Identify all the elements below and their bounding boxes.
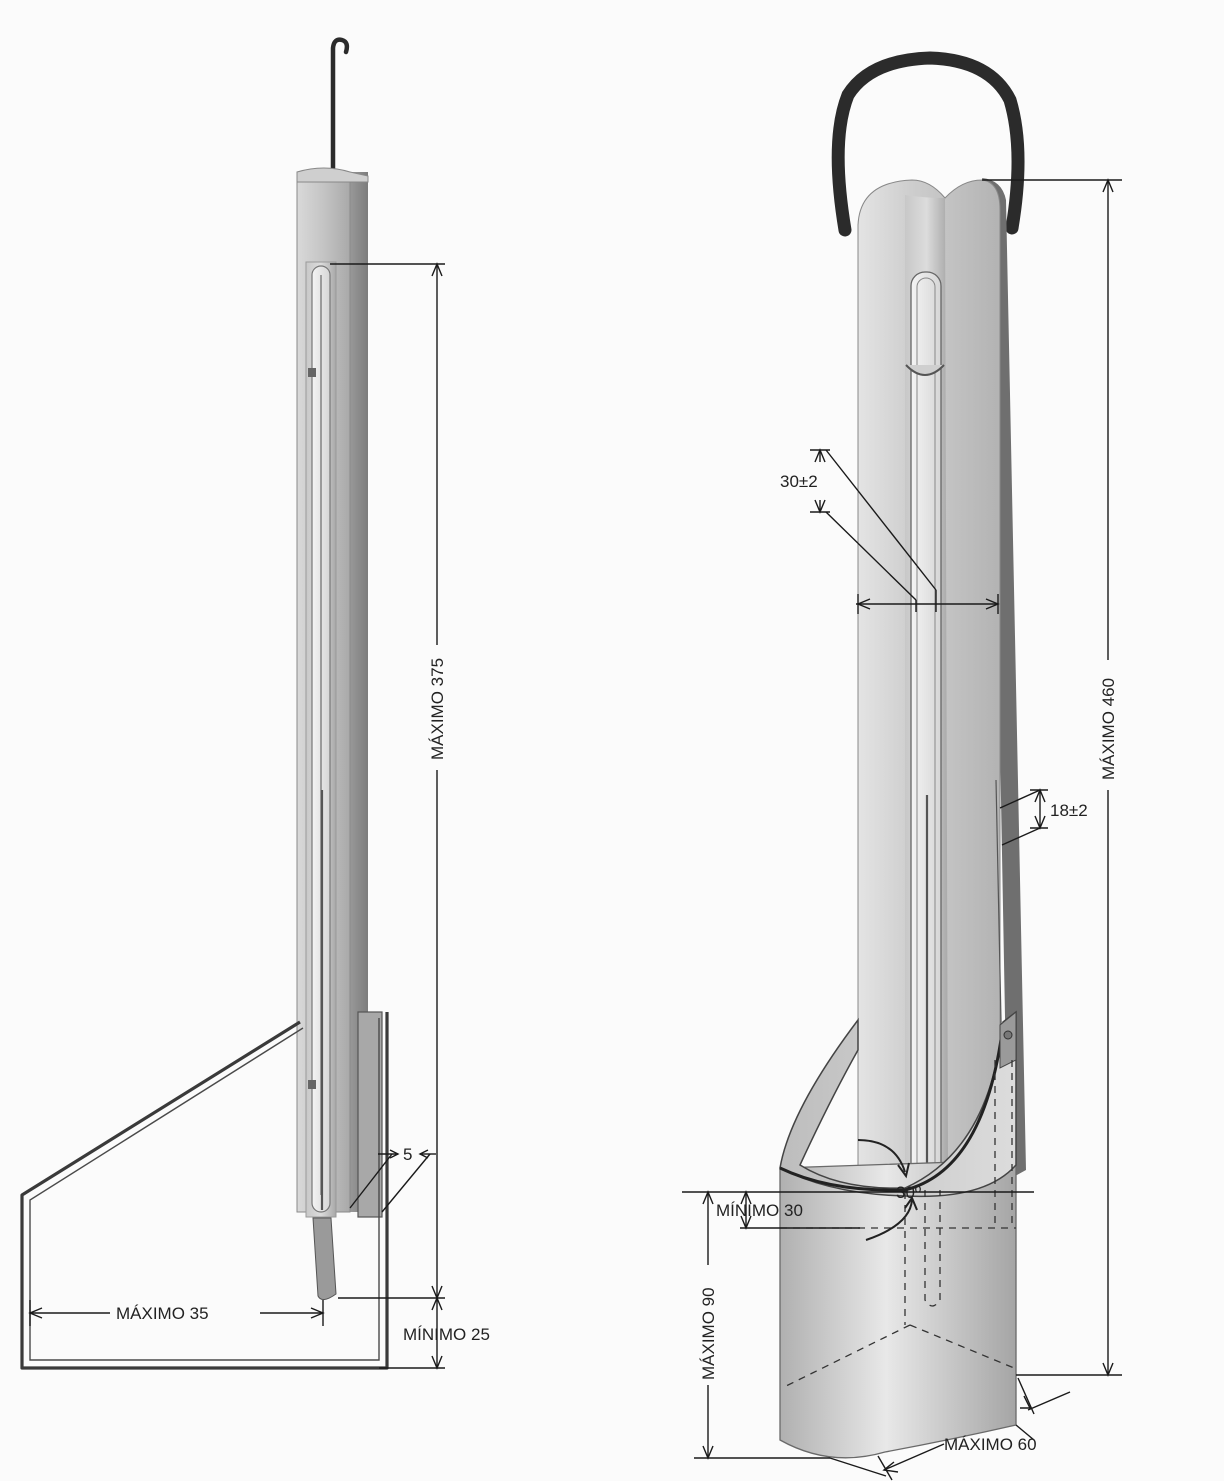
left-width-label: MÁXIMO 35 bbox=[116, 1304, 209, 1323]
left-clearance-label: MÍNIMO 25 bbox=[403, 1325, 490, 1344]
right-length-label: MÁXIMO 460 bbox=[1099, 678, 1118, 780]
left-side-view: MÁXIMO 375 MÍNIMO 25 MÁXIMO 35 5 bbox=[20, 37, 490, 1370]
left-length-label: MÁXIMO 375 bbox=[428, 658, 447, 760]
cup-height-label: MÁXIMO 90 bbox=[699, 1287, 718, 1380]
clip-upper bbox=[308, 368, 316, 377]
angle-arrow-lower bbox=[865, 1199, 913, 1241]
slot-label: 18±2 bbox=[1050, 801, 1088, 820]
cup-body bbox=[779, 1159, 1017, 1459]
cup-tab bbox=[999, 1010, 1017, 1069]
stand-frame bbox=[20, 1012, 389, 1370]
case-side-wall bbox=[982, 178, 1026, 1180]
hook-wire bbox=[330, 37, 350, 175]
case-top-lip bbox=[296, 167, 369, 183]
window-label: 30±2 bbox=[780, 472, 818, 491]
cup-rim bbox=[779, 1010, 1017, 1198]
thermometer-bulb bbox=[312, 1217, 337, 1300]
left-gap-label: 5 bbox=[403, 1145, 412, 1164]
angle-arrow-upper bbox=[857, 1139, 906, 1173]
min-depth-label: MÍNIMO 30 bbox=[716, 1201, 803, 1220]
case-side-wall bbox=[348, 172, 368, 1212]
handle-loop bbox=[831, 51, 1025, 237]
stand-frame-inner bbox=[29, 1018, 380, 1361]
right-front-view: 30º MÁXIMO 460 30±2 18±2 bbox=[682, 51, 1122, 1481]
cup-width-label: MÁXIMO 60 bbox=[944, 1435, 1037, 1454]
cup-front-edge bbox=[779, 1024, 1005, 1192]
meniscus bbox=[905, 364, 945, 376]
clip-lower bbox=[308, 1080, 316, 1089]
cup-tab-hole bbox=[1003, 1030, 1013, 1040]
